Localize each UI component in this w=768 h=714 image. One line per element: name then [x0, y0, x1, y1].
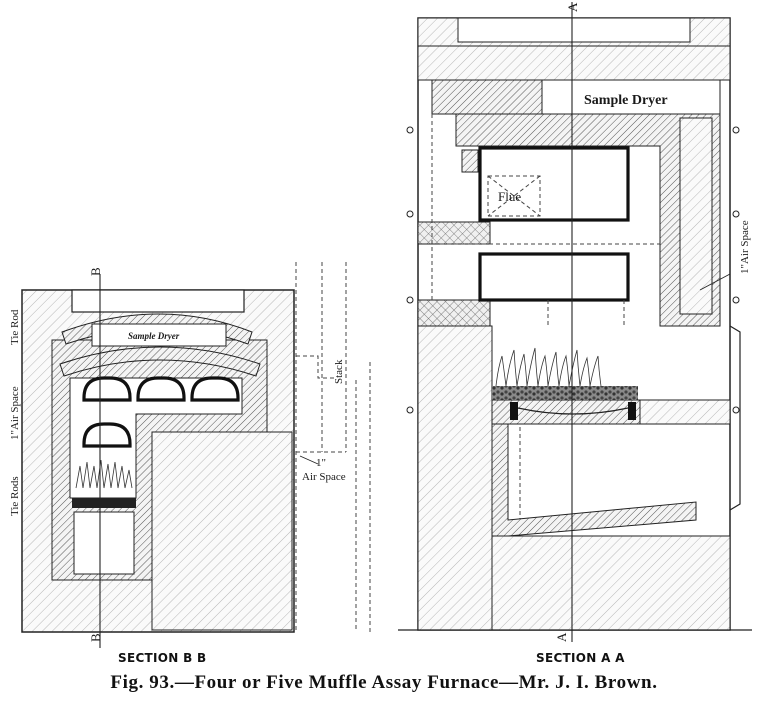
bb-ash-pit — [73, 511, 135, 575]
bb-air-space-text: Air Space — [302, 471, 346, 483]
bb-cut-mark-bottom: B — [88, 633, 103, 642]
aa-cut-mark-top: A — [565, 2, 580, 12]
bb-sample-dryer-box — [91, 323, 227, 347]
bb-grate — [72, 498, 136, 508]
aa-lower-left-wall — [417, 325, 493, 631]
section-bb: B B Sample Dryer Tie Rod 1"Air Space Tie… — [9, 262, 371, 648]
bb-muffle-2 — [136, 376, 186, 402]
aa-right-ledge — [639, 399, 731, 425]
bb-stack-label: Stack — [333, 359, 345, 384]
bb-air-space-label: 1"Air Space — [9, 386, 21, 440]
aa-side-bracket — [729, 325, 741, 511]
aa-cut-mark-bottom: A — [554, 632, 569, 642]
aa-grate-left — [510, 402, 518, 420]
aa-left-stub — [461, 149, 479, 173]
bb-muffle-chamber — [69, 377, 243, 499]
figure-caption: Fig. 93.—Four or Five Muffle Assay Furna… — [110, 672, 658, 693]
aa-fuel-bed — [492, 386, 638, 400]
bb-air-space-leader — [299, 455, 319, 465]
aa-sample-dryer-label: Sample Dryer — [584, 93, 668, 108]
aa-rod-markers — [406, 126, 740, 414]
section-aa-title: SECTION A A — [536, 651, 625, 665]
aa-grate-right — [628, 402, 636, 420]
bb-sample-dryer-label: Sample Dryer — [128, 331, 180, 341]
bb-top-slot — [71, 289, 245, 313]
aa-air-space-label: 1"Air Space — [739, 220, 751, 274]
aa-top-slot — [457, 17, 691, 43]
bb-tie-rod-label: Tie Rod — [9, 309, 21, 345]
aa-dryer-row — [431, 79, 543, 115]
bb-muffle-4 — [82, 422, 132, 448]
bb-fire — [75, 459, 133, 489]
bb-dashed-lines — [295, 262, 371, 632]
aa-flue-label: Flue — [498, 189, 521, 204]
aa-left-block-2 — [417, 299, 491, 327]
section-bb-title: SECTION B B — [118, 651, 207, 665]
aa-foundation — [491, 535, 731, 631]
aa-left-block-1 — [417, 221, 491, 245]
aa-slab — [417, 45, 731, 81]
aa-air-space-leader — [699, 273, 731, 291]
section-aa: A A Sample Dryer Flue 1"Air Space — [398, 2, 752, 642]
aa-air-space-channel — [679, 117, 713, 315]
bb-tie-rods-label: Tie Rods — [9, 476, 21, 516]
aa-grate-bar — [517, 407, 629, 415]
bb-muffle-3 — [190, 376, 240, 402]
aa-muffle-lower — [478, 252, 630, 302]
bb-muffle-1 — [82, 376, 132, 402]
bb-right-block — [151, 431, 293, 631]
aa-flames — [495, 347, 602, 387]
aa-muffle-upper — [478, 146, 630, 222]
bb-air-space-num: 1" — [316, 457, 326, 469]
bb-cut-mark-top: B — [88, 267, 103, 276]
bb-lower-arch — [59, 346, 261, 377]
